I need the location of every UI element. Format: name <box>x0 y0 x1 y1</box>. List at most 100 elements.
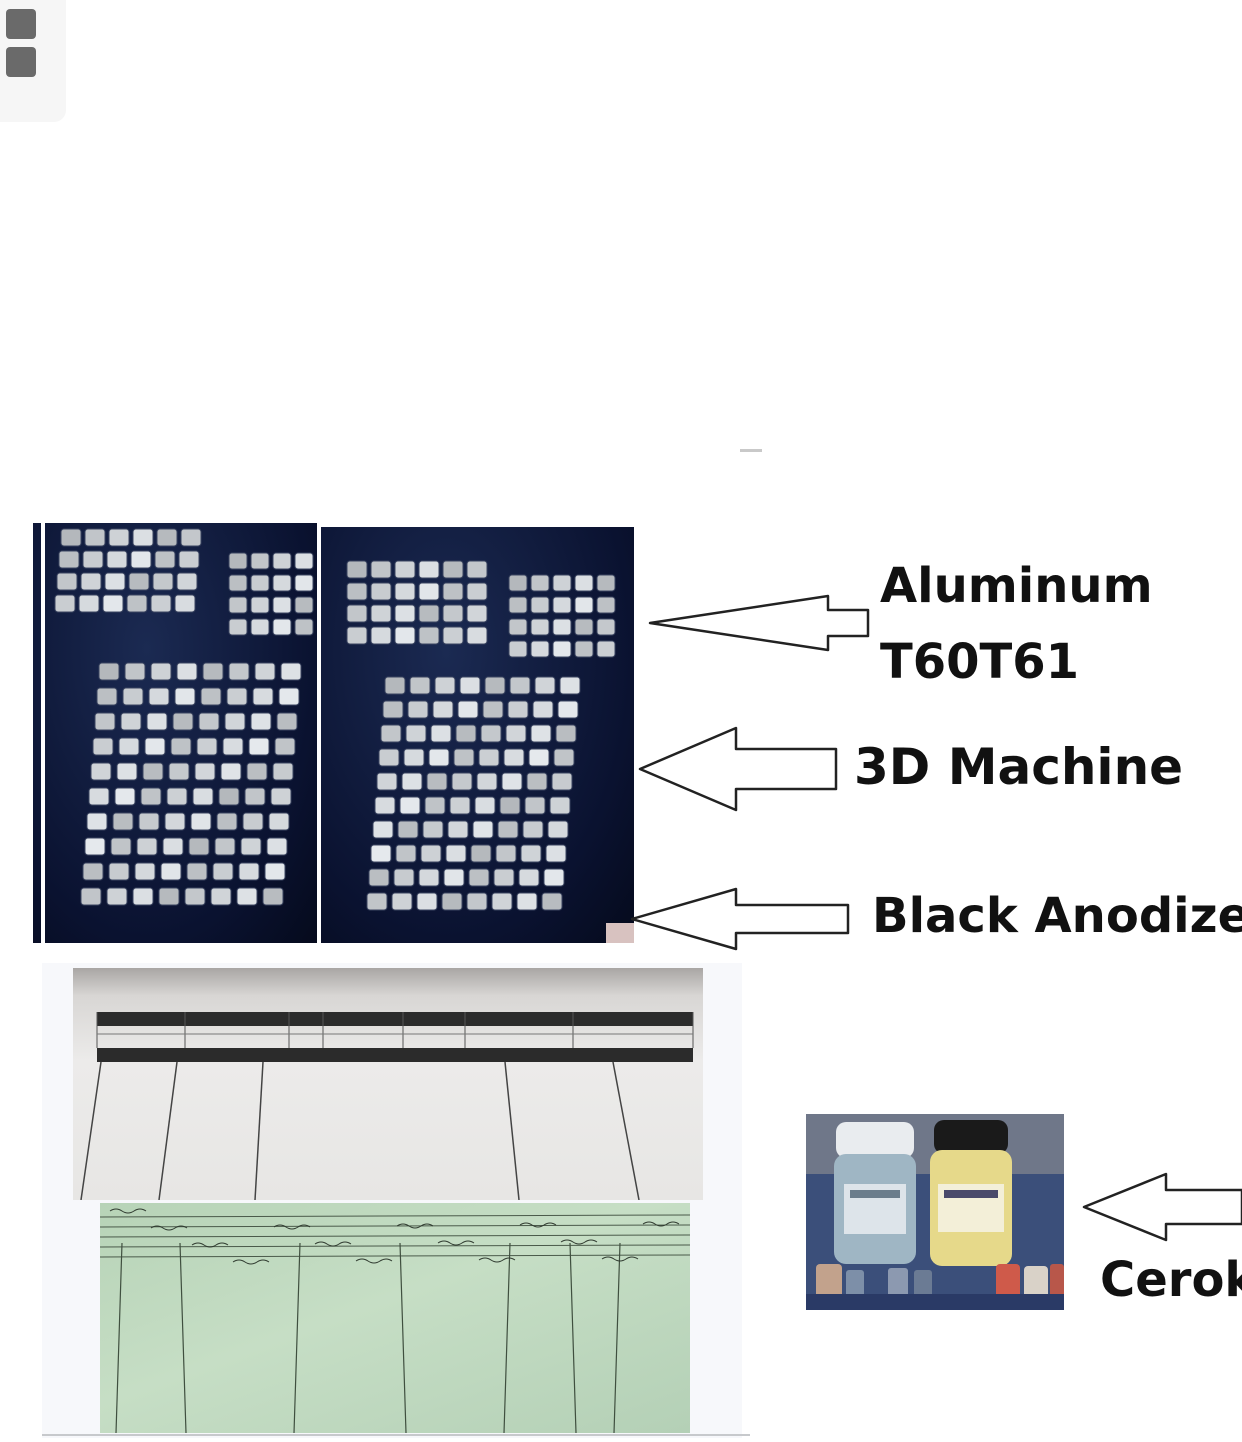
machined-part <box>574 640 594 658</box>
handwriting-stroke <box>232 1259 270 1265</box>
record-row-line <box>100 1224 690 1228</box>
machined-part <box>459 676 481 695</box>
table-column-line <box>504 1061 520 1200</box>
machined-part <box>508 618 528 636</box>
machined-part <box>384 676 406 695</box>
machined-part <box>272 762 294 781</box>
table-column-line <box>254 1061 264 1200</box>
machined-part <box>272 552 292 570</box>
machined-part <box>532 700 554 719</box>
machined-part <box>80 572 102 591</box>
gallery-toggle-button[interactable] <box>0 0 66 122</box>
machined-part <box>180 528 202 547</box>
machined-part <box>212 862 234 881</box>
machined-part <box>96 687 118 706</box>
machined-part <box>407 700 429 719</box>
machined-part <box>134 862 156 881</box>
label-black-anodize: Black Anodize <box>872 888 1242 944</box>
machined-part <box>216 812 238 831</box>
machined-part <box>114 787 136 806</box>
handwriting-stroke <box>355 1258 393 1264</box>
machined-part <box>596 618 616 636</box>
machined-part <box>84 837 106 856</box>
machined-part <box>242 812 264 831</box>
handwriting-stroke <box>478 1257 516 1263</box>
machined-part <box>466 626 488 645</box>
machined-part <box>528 748 550 767</box>
handwriting-stroke <box>437 1240 475 1246</box>
record-column-line <box>293 1242 301 1433</box>
record-column-line <box>613 1242 621 1433</box>
machined-part <box>164 812 186 831</box>
printed-work-order <box>73 968 703 1200</box>
photo-corner-tag <box>606 923 634 943</box>
machined-part <box>530 596 550 614</box>
machined-part <box>482 700 504 719</box>
machined-part <box>262 887 284 906</box>
machined-part <box>430 724 452 743</box>
machined-part <box>497 820 519 839</box>
machined-part <box>82 862 104 881</box>
photo-parts-left <box>33 523 317 943</box>
machined-part <box>188 837 210 856</box>
machined-part <box>228 552 248 570</box>
machined-part <box>478 748 500 767</box>
table-header-bar <box>97 1048 693 1062</box>
machined-part <box>380 724 402 743</box>
machined-part <box>84 528 106 547</box>
machined-part <box>270 787 292 806</box>
machined-part <box>370 560 392 579</box>
machined-part <box>92 737 114 756</box>
record-column-line <box>399 1242 407 1433</box>
machined-part <box>551 772 573 791</box>
machined-part <box>447 820 469 839</box>
machined-part <box>126 594 148 613</box>
machined-part <box>553 748 575 767</box>
handwriting-stroke <box>191 1242 229 1248</box>
machined-part <box>596 640 616 658</box>
handwriting-stroke <box>150 1225 188 1231</box>
machined-part <box>250 712 272 731</box>
machined-part <box>509 676 531 695</box>
machined-part <box>403 748 425 767</box>
machined-part <box>274 737 296 756</box>
machined-part <box>397 820 419 839</box>
photo-edge <box>41 523 45 943</box>
machined-part <box>370 626 392 645</box>
machined-part <box>254 662 276 681</box>
machined-part <box>449 796 471 815</box>
machined-part <box>557 700 579 719</box>
record-column-line <box>503 1242 511 1433</box>
machined-part <box>405 724 427 743</box>
machined-part <box>442 604 464 623</box>
handwritten-record-grid <box>100 1208 690 1433</box>
machined-part <box>294 552 314 570</box>
machined-part <box>466 560 488 579</box>
machined-part <box>268 812 290 831</box>
machined-part <box>116 762 138 781</box>
machined-part <box>104 572 126 591</box>
record-row-line <box>100 1244 690 1248</box>
handwriting-stroke <box>396 1223 434 1229</box>
record-column-line <box>569 1242 577 1433</box>
machined-part <box>399 796 421 815</box>
machined-part <box>516 892 538 911</box>
machined-part <box>278 687 300 706</box>
machined-part <box>480 724 502 743</box>
machined-part <box>102 594 124 613</box>
machined-part <box>132 887 154 906</box>
machined-part <box>150 594 172 613</box>
handwritten-record <box>100 1203 690 1433</box>
machined-part <box>184 887 206 906</box>
machined-part <box>552 640 572 658</box>
machined-part <box>495 844 517 863</box>
machined-part <box>394 582 416 601</box>
machined-part <box>428 748 450 767</box>
machined-part <box>394 560 416 579</box>
machined-part <box>382 700 404 719</box>
record-row-line <box>100 1254 690 1258</box>
machined-part <box>60 528 82 547</box>
machined-part <box>226 687 248 706</box>
machined-part <box>508 596 528 614</box>
machined-part <box>166 787 188 806</box>
